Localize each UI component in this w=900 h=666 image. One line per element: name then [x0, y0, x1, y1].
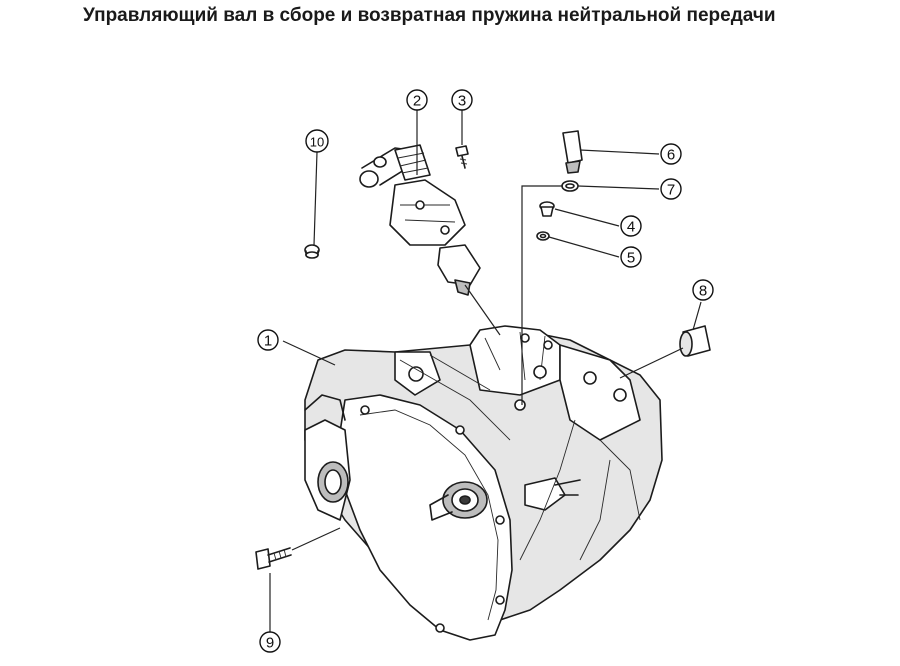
switch-part-6 — [562, 130, 583, 174]
callout-4: 4 — [620, 215, 642, 237]
svg-text:3: 3 — [458, 93, 466, 110]
bolt-part-9 — [255, 547, 292, 570]
svg-text:6: 6 — [667, 147, 675, 164]
callout-8: 8 — [692, 279, 714, 301]
svg-text:2: 2 — [413, 93, 421, 110]
plug-part-4 — [539, 201, 555, 217]
svg-text:10: 10 — [310, 135, 324, 150]
callout-9: 9 — [259, 631, 281, 653]
svg-text:1: 1 — [264, 333, 272, 350]
svg-text:9: 9 — [266, 635, 274, 652]
control-shaft-assembly — [359, 144, 481, 296]
callout-2: 2 — [406, 89, 428, 111]
transmission-housing — [304, 325, 663, 641]
callout-6: 6 — [660, 143, 682, 165]
page-title: Управляющий вал в сборе и возвратная пру… — [83, 5, 776, 26]
svg-text:8: 8 — [699, 283, 707, 300]
washer-part-5 — [536, 231, 550, 241]
svg-text:4: 4 — [627, 219, 635, 236]
spring-part-10 — [304, 244, 320, 259]
cap-part-8 — [679, 325, 711, 357]
callout-10: 10 — [305, 129, 329, 153]
callout-7: 7 — [660, 178, 682, 200]
bolt-part-3 — [455, 145, 469, 169]
o-ring-part-7 — [561, 180, 579, 192]
callout-3: 3 — [451, 89, 473, 111]
callouts: 1 2 3 4 5 6 7 8 — [257, 89, 714, 653]
callout-5: 5 — [620, 246, 642, 268]
svg-text:5: 5 — [627, 250, 635, 267]
svg-text:7: 7 — [667, 182, 675, 199]
callout-1: 1 — [257, 329, 279, 351]
leader-lines — [269, 110, 702, 632]
